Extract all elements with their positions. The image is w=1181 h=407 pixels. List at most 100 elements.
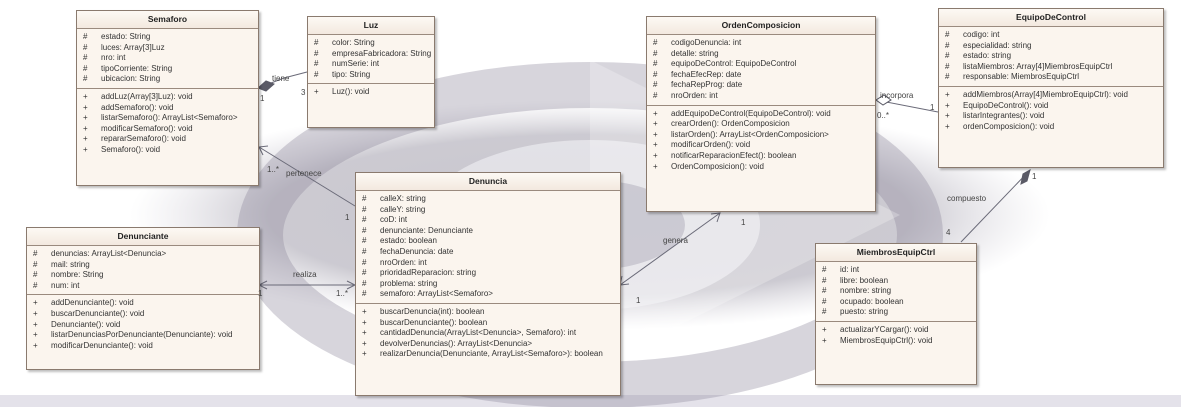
attributes-section: #codigoDenuncia: int #detalle: string #e… bbox=[647, 35, 875, 105]
operation-row[interactable]: +buscarDenunciante(): boolean bbox=[356, 318, 620, 329]
arrowhead-icon bbox=[258, 145, 269, 156]
attribute-row[interactable]: #listaMiembros: Array[4]MiembrosEquipCtr… bbox=[939, 62, 1163, 73]
operation-row[interactable]: +buscarDenuncia(int): boolean bbox=[356, 307, 620, 318]
attribute-text: denuncias: ArrayList<Denuncia> bbox=[51, 249, 167, 258]
attribute-row[interactable]: #detalle: string bbox=[647, 49, 875, 60]
attribute-row[interactable]: #estado: string bbox=[939, 51, 1163, 62]
operation-row[interactable]: +addEquipoDeControl(EquipoDeControl): vo… bbox=[647, 109, 875, 120]
operations-section: +addLuz(Array[3]Luz): void +addSemaforo(… bbox=[77, 87, 258, 159]
operation-row[interactable]: +modificarSemaforo(): void bbox=[77, 124, 258, 135]
attribute-row[interactable]: #codigo: int bbox=[939, 30, 1163, 41]
operation-row[interactable]: +addSemaforo(): void bbox=[77, 103, 258, 114]
operation-row[interactable]: + Denunciante(): void bbox=[27, 320, 259, 331]
relation-genera-line bbox=[619, 212, 721, 286]
operation-row[interactable]: +Luz(): void bbox=[308, 87, 434, 98]
attribute-row[interactable]: #libre: boolean bbox=[816, 276, 976, 287]
attribute-row[interactable]: #tipoCorriente: String bbox=[77, 64, 258, 75]
class-luz[interactable]: Luz #color: String #empresaFabricadora: … bbox=[307, 16, 435, 128]
attribute-row[interactable]: #prioridadReparacion: string bbox=[356, 268, 620, 279]
operation-row[interactable]: +repararSemaforo(): void bbox=[77, 134, 258, 145]
operation-row[interactable]: +modificarDenunciante(): void bbox=[27, 341, 259, 352]
attribute-row[interactable]: #nombre: String bbox=[27, 270, 259, 281]
attribute-row[interactable]: #fechaRepProg: date bbox=[647, 80, 875, 91]
attribute-row[interactable]: #nombre: string bbox=[816, 286, 976, 297]
attribute-row[interactable]: #numSerie: int bbox=[308, 59, 434, 70]
attribute-text: tipo: String bbox=[332, 69, 371, 79]
operation-row[interactable]: +crearOrden(): OrdenComposicion bbox=[647, 119, 875, 130]
attribute-row[interactable]: #id: int bbox=[816, 265, 976, 276]
operation-row[interactable]: +buscarDenunciante(): void bbox=[27, 309, 259, 320]
visibility-marker: # bbox=[822, 275, 827, 285]
visibility-marker: # bbox=[362, 215, 367, 225]
attribute-row[interactable]: #responsable: MiembrosEquipCtrl bbox=[939, 72, 1163, 83]
operation-row[interactable]: +actualizarYCargar(): void bbox=[816, 325, 976, 336]
attribute-text: ocupado: boolean bbox=[840, 296, 904, 306]
class-semaforo[interactable]: Semaforo #estado: String #luces: Array[3… bbox=[76, 10, 259, 186]
class-denunciante[interactable]: Denunciante #denuncias: ArrayList<Denunc… bbox=[26, 227, 260, 370]
operation-row[interactable]: +MiembrosEquipCtrl(): void bbox=[816, 336, 976, 347]
attribute-row[interactable]: #calleY: string bbox=[356, 205, 620, 216]
attribute-row[interactable]: #coD: int bbox=[356, 215, 620, 226]
visibility-marker: # bbox=[314, 69, 319, 79]
operation-row[interactable]: +listarOrden(): ArrayList<OrdenComposici… bbox=[647, 130, 875, 141]
attribute-row[interactable]: #nro: int bbox=[77, 53, 258, 64]
multiplicity-compuesto-target: 4 bbox=[946, 228, 951, 237]
attribute-row[interactable]: #calleX: string bbox=[356, 194, 620, 205]
visibility-marker: # bbox=[362, 194, 367, 203]
attribute-row[interactable]: #mail: string bbox=[27, 260, 259, 271]
attribute-row[interactable]: #codigoDenuncia: int bbox=[647, 38, 875, 49]
attribute-row[interactable]: #fechaDenuncia: date bbox=[356, 247, 620, 258]
operation-row[interactable]: +notificarReparacionEfect(): boolean bbox=[647, 151, 875, 162]
operation-row[interactable]: +Semaforo(): void bbox=[77, 145, 258, 156]
operation-row[interactable]: +EquipoDeControl(): void bbox=[939, 101, 1163, 112]
operation-text: OrdenComposicion(): void bbox=[671, 161, 764, 171]
attribute-row[interactable]: #ubicacion: String bbox=[77, 74, 258, 85]
class-denuncia[interactable]: Denuncia #calleX: string #calleY: string… bbox=[355, 172, 621, 396]
attribute-row[interactable]: #fechaEfecRep: date bbox=[647, 70, 875, 81]
class-equipo-de-control[interactable]: EquipoDeControl #codigo: int #especialid… bbox=[938, 8, 1164, 168]
operation-text: Denunciante(): void bbox=[51, 319, 121, 329]
visibility-marker: # bbox=[314, 38, 319, 47]
operation-row[interactable]: +OrdenComposicion(): void bbox=[647, 162, 875, 173]
attribute-row[interactable]: #nroOrden: int bbox=[356, 258, 620, 269]
attribute-text: tipoCorriente: String bbox=[101, 63, 173, 73]
operation-row[interactable]: +addMiembros(Array[4]MiembroEquipCtrl): … bbox=[939, 90, 1163, 101]
class-name: Denuncia bbox=[356, 173, 620, 191]
operation-row[interactable]: +ordenComposicion(): void bbox=[939, 122, 1163, 133]
operation-row[interactable]: +addDenunciante(): void bbox=[27, 298, 259, 309]
operation-row[interactable]: +addLuz(Array[3]Luz): void bbox=[77, 92, 258, 103]
attribute-row[interactable]: #estado: String bbox=[77, 32, 258, 43]
operation-row[interactable]: +modificarOrden(): void bbox=[647, 140, 875, 151]
attribute-row[interactable]: #luces: Array[3]Luz bbox=[77, 43, 258, 54]
attribute-row[interactable]: #empresaFabricadora: String bbox=[308, 49, 434, 60]
visibility-marker: + bbox=[83, 134, 88, 144]
attribute-row[interactable]: # tipo: String bbox=[308, 70, 434, 81]
attribute-row[interactable]: #estado: boolean bbox=[356, 236, 620, 247]
visibility-marker: + bbox=[33, 319, 38, 329]
operation-row[interactable]: +listarIntegrantes(): void bbox=[939, 111, 1163, 122]
attribute-row[interactable]: #color: String bbox=[308, 38, 434, 49]
attribute-row[interactable]: #especialidad: string bbox=[939, 41, 1163, 52]
operation-row[interactable]: +cantidadDenuncia(ArrayList<Denuncia>, S… bbox=[356, 328, 620, 339]
operations-section: +actualizarYCargar(): void +MiembrosEqui… bbox=[816, 320, 976, 349]
visibility-marker: + bbox=[362, 317, 367, 327]
class-orden-composicion[interactable]: OrdenComposicion #codigoDenuncia: int #d… bbox=[646, 16, 876, 212]
operation-row[interactable]: +devolverDenuncias(): ArrayList<Denuncia… bbox=[356, 339, 620, 350]
attribute-row[interactable]: #denunciante: Denunciante bbox=[356, 226, 620, 237]
operation-row[interactable]: +realizarDenuncia(Denunciante, ArrayList… bbox=[356, 349, 620, 360]
attribute-row[interactable]: #semaforo: ArrayList<Semaforo> bbox=[356, 289, 620, 300]
operation-row[interactable]: +listarSemaforo(): ArrayList<Semaforo> bbox=[77, 113, 258, 124]
relation-label-tiene: tiene bbox=[272, 74, 290, 83]
attribute-row[interactable]: #nroOrden: int bbox=[647, 91, 875, 102]
multiplicity-pertenece-source: 1..* bbox=[267, 165, 280, 174]
attribute-row[interactable]: #equipoDeControl: EquipoDeControl bbox=[647, 59, 875, 70]
attribute-row[interactable]: #num: int bbox=[27, 281, 259, 292]
attribute-row[interactable]: #denuncias: ArrayList<Denuncia> bbox=[27, 249, 259, 260]
attribute-row[interactable]: #problema: string bbox=[356, 279, 620, 290]
multiplicity-incorpora-source: 0..* bbox=[877, 111, 890, 120]
operation-row[interactable]: +listarDenunciasPorDenunciante(Denuncian… bbox=[27, 330, 259, 341]
attribute-row[interactable]: #ocupado: boolean bbox=[816, 297, 976, 308]
operation-text: modificarOrden(): void bbox=[671, 140, 751, 150]
attribute-row[interactable]: #puesto: string bbox=[816, 307, 976, 318]
class-miembros-equip-ctrl[interactable]: MiembrosEquipCtrl #id: int #libre: boole… bbox=[815, 243, 977, 385]
